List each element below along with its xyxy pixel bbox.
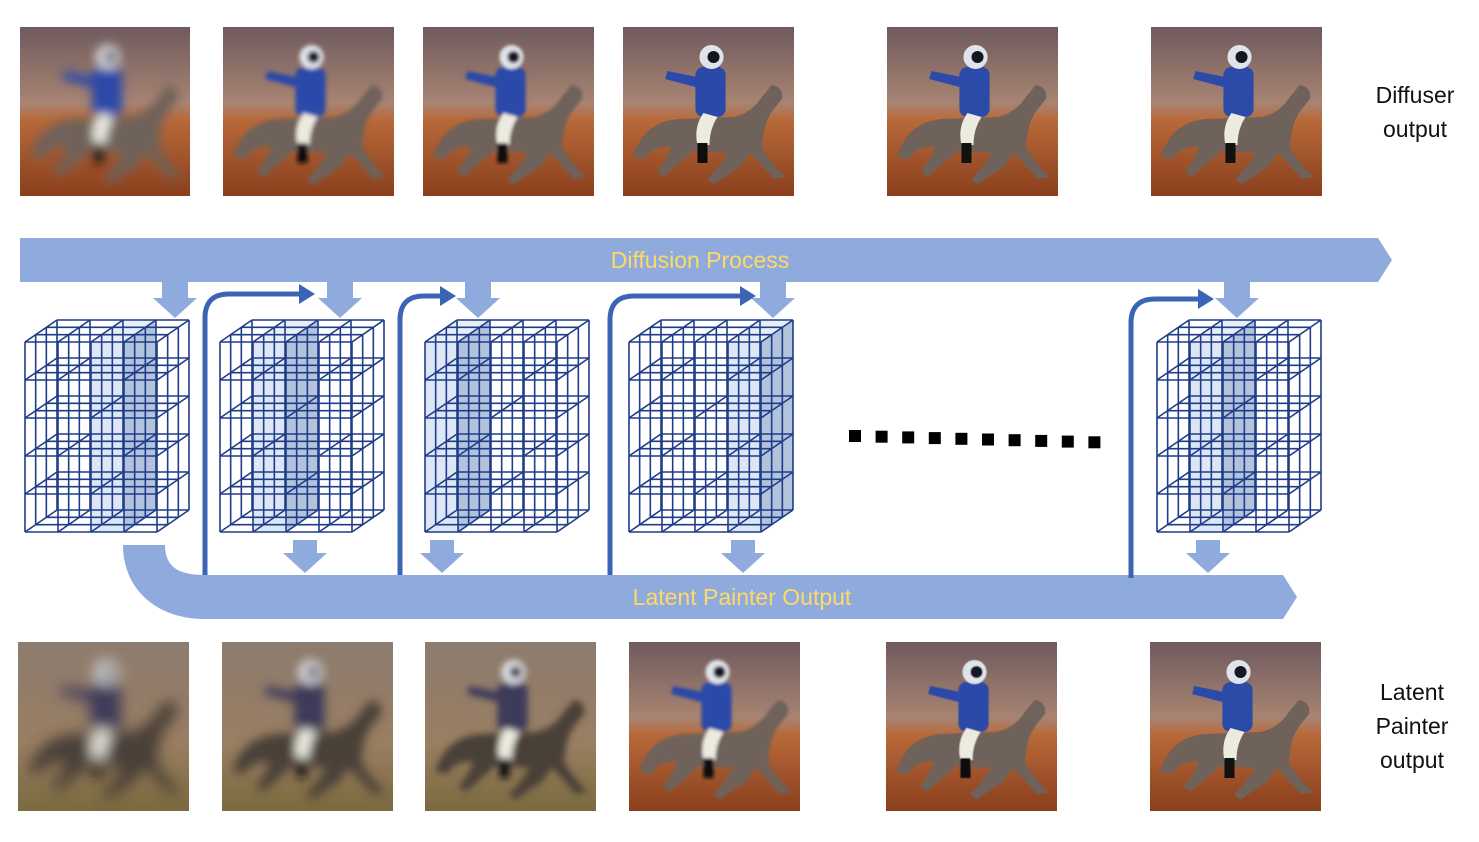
latent-cube-3 [424,319,590,533]
painter-down-arrow-1 [283,540,327,573]
ellipsis-dot [849,430,861,442]
diffusion-down-arrow-4 [751,280,795,318]
latent-painter-output-label-line-2: Painter [1375,713,1449,739]
latent-painter-output-image-6 [1150,642,1321,811]
feedback-arrow-2 [397,293,442,575]
feedback-arrow-1-head [299,284,315,304]
diffusion-process-label: Diffusion Process [611,247,790,273]
diffuser-output-image-1 [20,27,190,196]
latent-cube-4 [628,319,794,533]
ellipsis-dot [1061,435,1074,448]
diffusion-process-band [20,238,1392,282]
ellipsis-dot [982,433,994,446]
latent-cube-5 [1156,319,1322,533]
feedback-arrow-1 [202,291,301,575]
latent-painter-output-label-text: Latent Painter Output [633,584,852,610]
latent-painter-output-image-3 [425,642,596,811]
diffuser-output-label-line-1: Diffuser [1375,82,1455,108]
diffuser-output-label: Diffuser output [1355,78,1475,146]
diffusion-down-arrow-3 [456,280,500,318]
painter-down-arrow-3 [721,540,765,573]
diffuser-output-image-4 [623,27,794,196]
diffuser-output-image-3 [423,27,594,196]
latent-painter-band [123,545,1297,619]
ellipsis-dot [955,432,968,445]
feedback-arrow-3 [607,293,742,575]
ellipsis-dot [902,431,915,444]
diffuser-output-image-6 [1151,27,1322,196]
latent-painter-output-label: Latent Painter output [1352,675,1472,777]
feedback-arrow-4-head [1198,289,1214,309]
ellipsis-dot [1088,436,1101,449]
painter-down-arrow-2 [420,540,464,573]
ellipsis-dot [1035,434,1048,447]
diffuser-output-label-line-2: output [1383,116,1447,142]
feedback-arrow-4 [1128,296,1200,578]
painter-down-arrow-4 [1186,540,1230,573]
diffuser-output-image-2 [223,27,394,196]
latent-painter-output-image-2 [222,642,393,811]
latent-painter-output-label-line-1: Latent [1380,679,1444,705]
diffuser-output-image-5 [887,27,1058,196]
latent-painter-output-image-4 [629,642,800,811]
feedback-arrow-3-head [740,286,756,306]
ellipsis-dot [875,430,888,443]
ellipsis-dot [928,432,941,445]
feedback-arrow-2-head [440,286,456,306]
latent-painter-output-label-line-3: output [1380,747,1444,773]
diffusion-down-arrow-1 [153,280,197,318]
latent-cube-2 [219,319,385,533]
latent-cube-1 [24,319,190,533]
diffusion-down-arrow-2 [318,280,362,318]
diffusion-down-arrow-5 [1215,280,1259,318]
latent-painter-output-image-1 [18,642,189,811]
latent-painter-output-image-5 [886,642,1057,811]
ellipsis-dot [1008,434,1021,447]
